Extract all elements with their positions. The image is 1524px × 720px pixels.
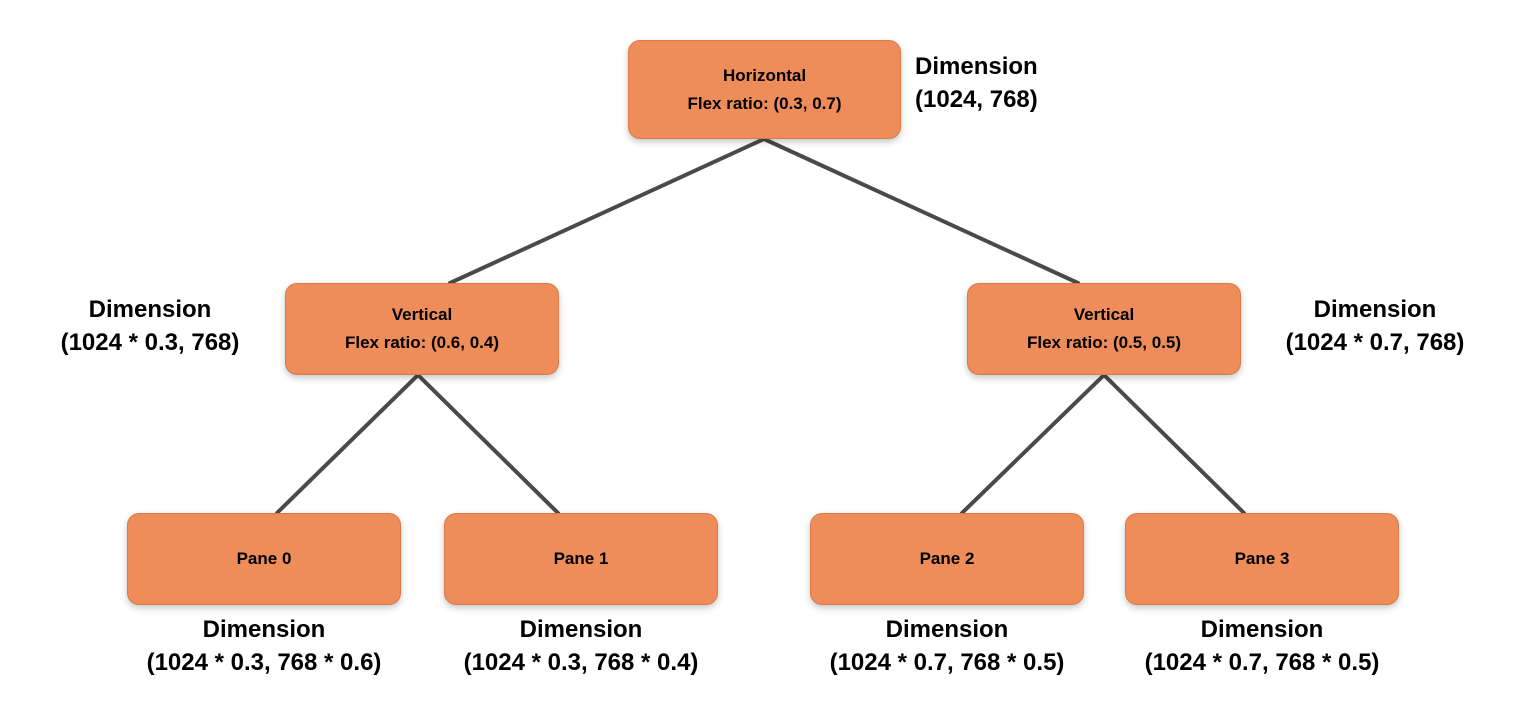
edge-left-branch-to-pane1 [416, 373, 560, 515]
label-root-dimension: Dimension (1024, 768) [915, 50, 1085, 116]
edge-root-to-left-branch [448, 137, 766, 285]
edge-right-branch-to-pane3 [1102, 373, 1246, 515]
edge-root-to-right-branch [762, 137, 1080, 285]
label-pane-1-dimension-title: Dimension [519, 616, 643, 643]
node-right-branch-vertical[interactable]: Vertical Flex ratio: (0.5, 0.5) [967, 283, 1241, 375]
node-root-horizontal[interactable]: Horizontal Flex ratio: (0.3, 0.7) [628, 40, 901, 139]
node-pane-2[interactable]: Pane 2 [810, 513, 1084, 605]
label-pane-0-dimension: Dimension (1024 * 0.3, 768 * 0.6) [104, 613, 424, 679]
label-pane-3-dimension-value: (1024 * 0.7, 768 * 0.5) [1144, 649, 1380, 676]
label-pane-1-dimension-value: (1024 * 0.3, 768 * 0.4) [463, 649, 699, 676]
label-pane-0-dimension-value: (1024 * 0.3, 768 * 0.6) [146, 649, 382, 676]
node-pane-0[interactable]: Pane 0 [127, 513, 401, 605]
node-pane-1[interactable]: Pane 1 [444, 513, 718, 605]
label-right-branch-dimension-value: (1024 * 0.7, 768) [1285, 329, 1465, 356]
label-pane-2-dimension: Dimension (1024 * 0.7, 768 * 0.5) [787, 613, 1107, 679]
node-pane-0-label: Pane 0 [236, 549, 292, 568]
label-pane-2-dimension-value: (1024 * 0.7, 768 * 0.5) [829, 649, 1065, 676]
node-left-branch-vertical[interactable]: Vertical Flex ratio: (0.6, 0.4) [285, 283, 559, 375]
label-root-dimension-title: Dimension [915, 53, 1038, 80]
node-right-branch-flex-label: Flex ratio: (0.5, 0.5) [1027, 333, 1181, 352]
label-pane-0-dimension-title: Dimension [202, 616, 326, 643]
edge-left-branch-to-pane0 [275, 373, 420, 515]
label-right-branch-dimension-title: Dimension [1313, 296, 1437, 323]
node-pane-3-label: Pane 3 [1234, 549, 1290, 568]
node-left-branch-flex-label: Flex ratio: (0.6, 0.4) [345, 333, 499, 352]
edge-right-branch-to-pane2 [960, 373, 1106, 515]
label-pane-1-dimension: Dimension (1024 * 0.3, 768 * 0.4) [421, 613, 741, 679]
node-left-branch-type-label: Vertical [391, 305, 453, 324]
label-pane-3-dimension: Dimension (1024 * 0.7, 768 * 0.5) [1102, 613, 1422, 679]
node-pane-2-label: Pane 2 [919, 549, 975, 568]
node-pane-3[interactable]: Pane 3 [1125, 513, 1399, 605]
node-root-flex-label: Flex ratio: (0.3, 0.7) [687, 93, 842, 113]
node-pane-1-label: Pane 1 [553, 549, 609, 568]
label-left-branch-dimension: Dimension (1024 * 0.3, 768) [20, 293, 280, 359]
label-right-branch-dimension: Dimension (1024 * 0.7, 768) [1245, 293, 1505, 359]
node-right-branch-type-label: Vertical [1073, 305, 1135, 324]
label-root-dimension-value: (1024, 768) [915, 86, 1038, 113]
label-left-branch-dimension-value: (1024 * 0.3, 768) [60, 329, 240, 356]
label-pane-2-dimension-title: Dimension [885, 616, 1009, 643]
node-root-type-label: Horizontal [722, 65, 807, 85]
label-left-branch-dimension-title: Dimension [88, 296, 212, 323]
label-pane-3-dimension-title: Dimension [1200, 616, 1324, 643]
